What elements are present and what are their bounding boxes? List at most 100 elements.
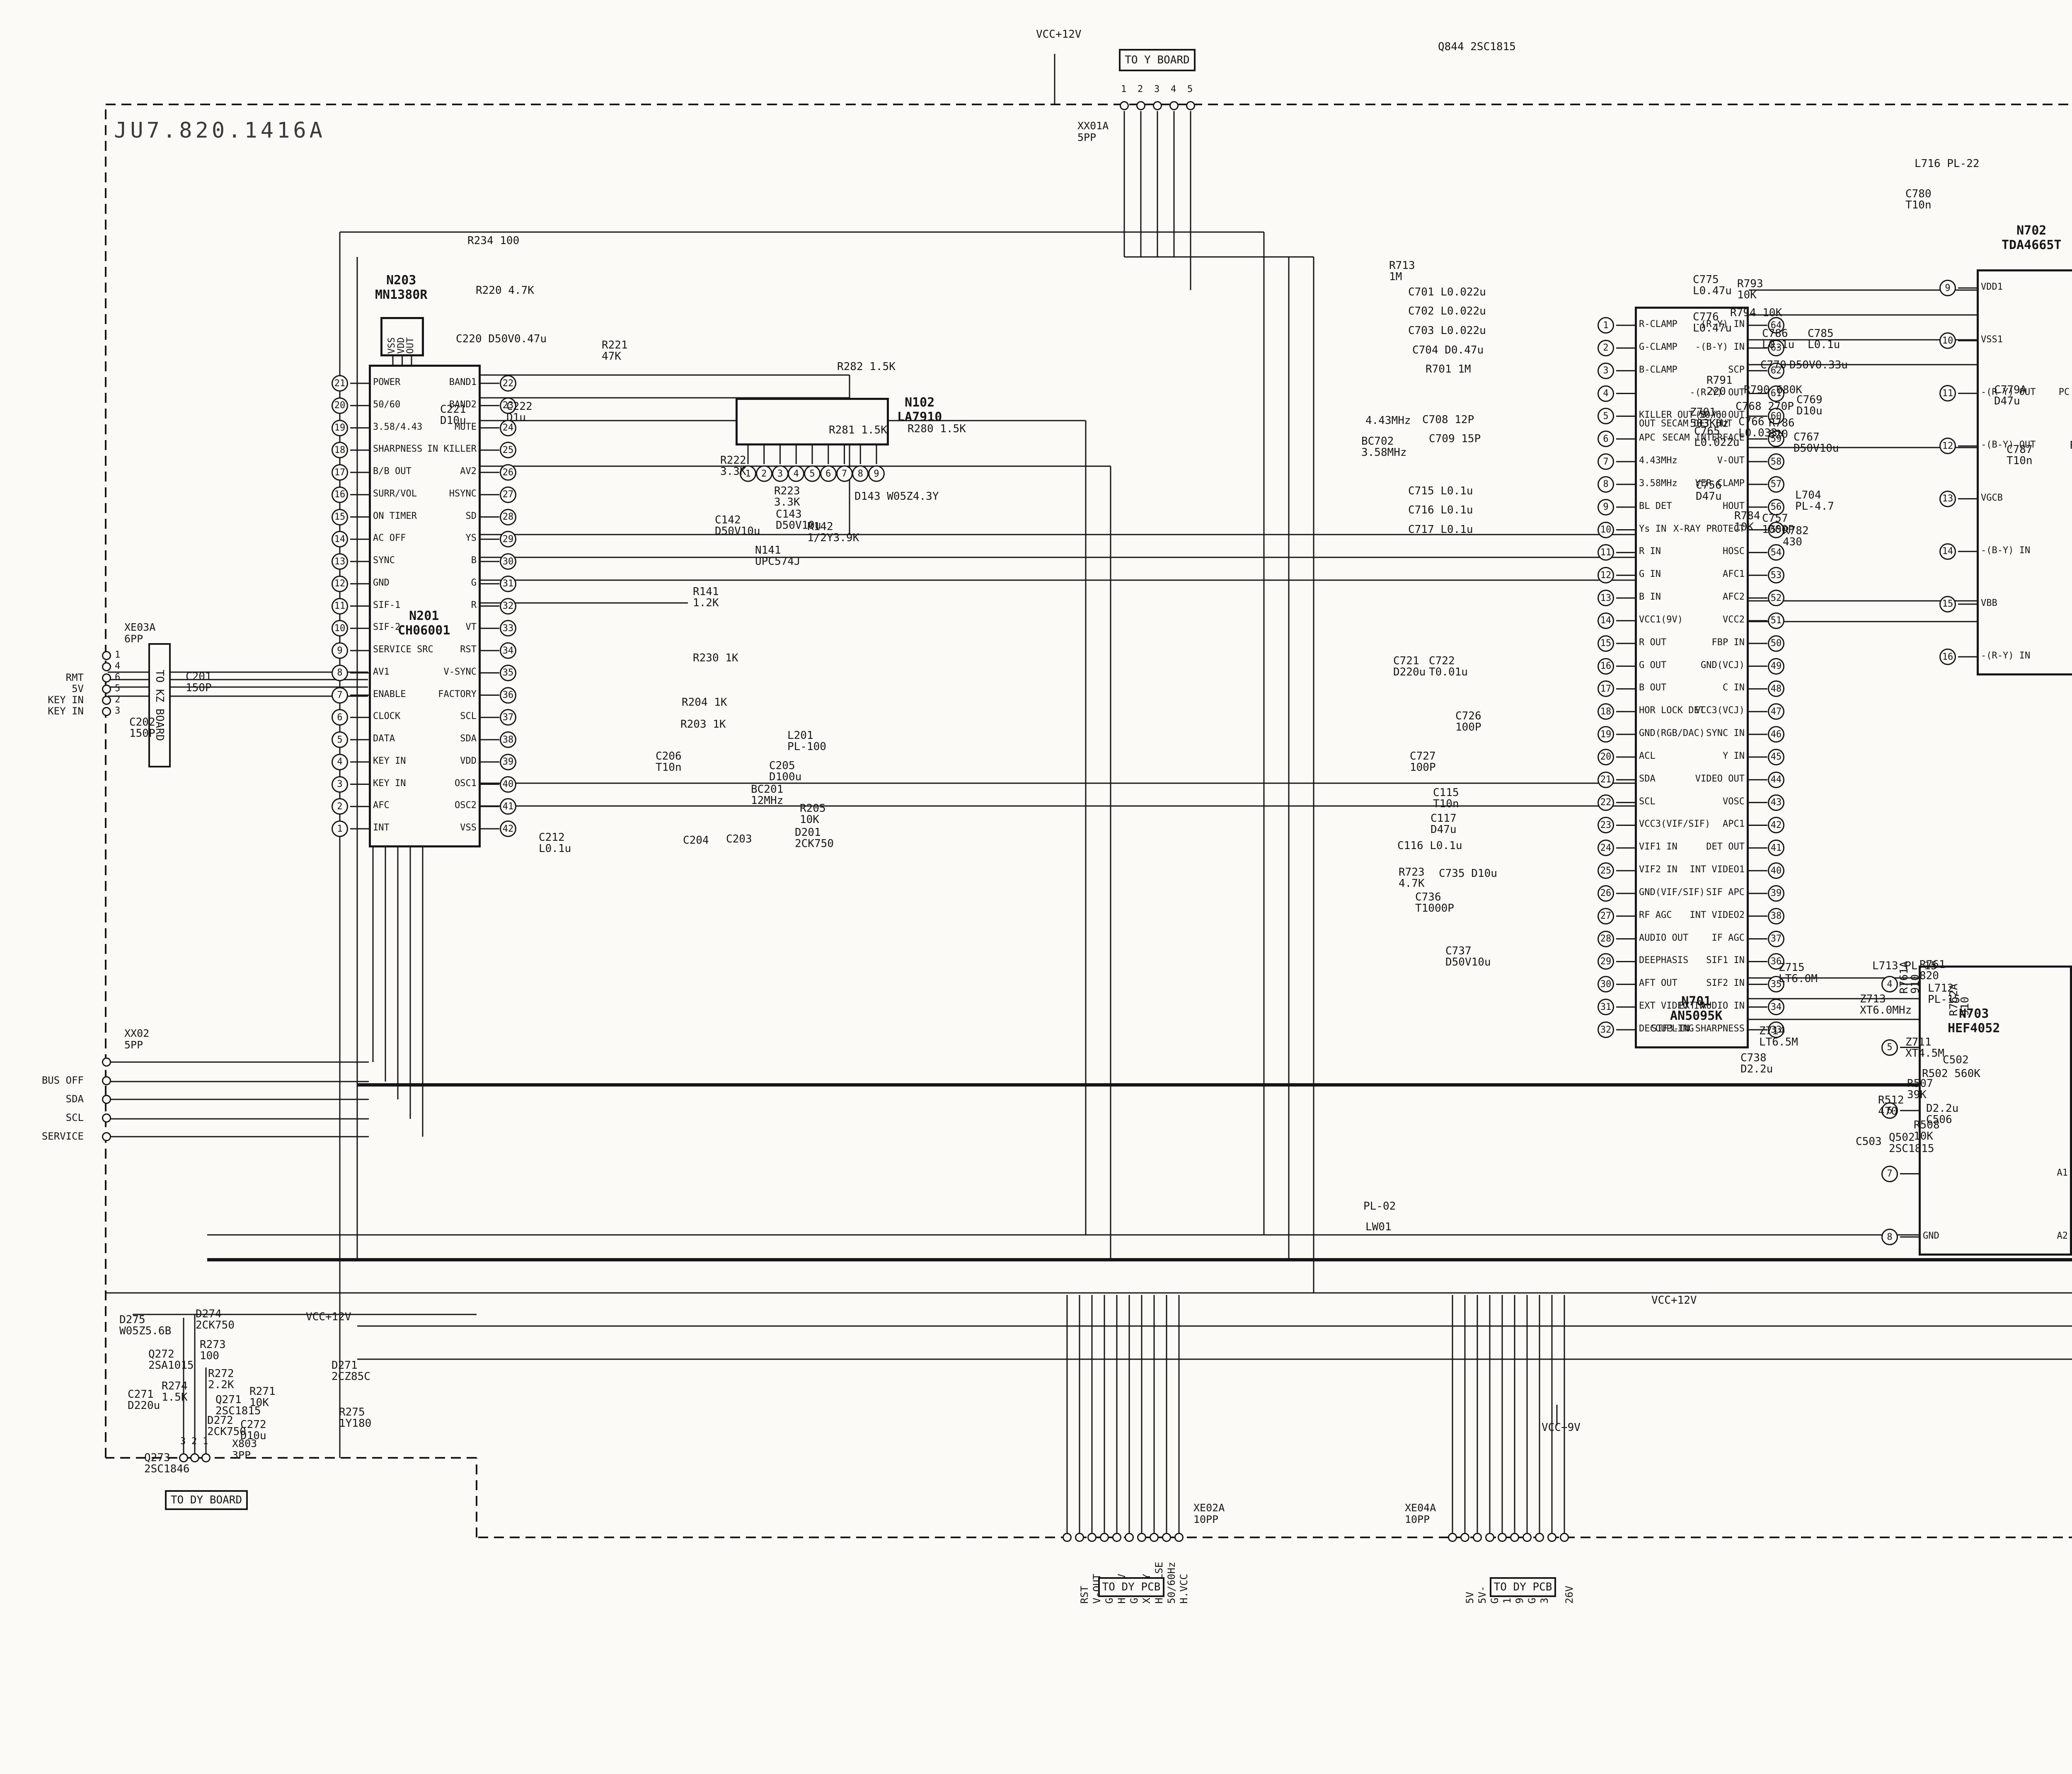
pin-label-N201-16: SURR/VOL	[373, 488, 417, 499]
component-label: C721 D220u	[1393, 655, 1426, 679]
pin-label-N701-25: VIF2 IN	[1639, 864, 1677, 875]
connector-ref-X803: X803 3PP	[232, 1438, 257, 1461]
pin-label-N702-11: -(R-Y) OUT	[1981, 387, 2036, 398]
pin-N701-3: 3	[1598, 362, 1614, 379]
pin-label-N703-10: A1	[2057, 1167, 2068, 1178]
component-label: Z711 XT4.5M	[1905, 1036, 1944, 1060]
pin-label-N203-2: VDD	[396, 337, 407, 354]
pin-N703-8: 8	[1881, 1229, 1898, 1245]
component-label: C212 L0.1u	[539, 831, 571, 855]
pin-label-N201-15: ON TIMER	[373, 511, 417, 521]
component-label: C201 150P	[186, 670, 212, 695]
component-label: L201 PL-100	[787, 729, 826, 753]
ic-ref-N102: N102 LA7910	[897, 395, 942, 424]
pin-N701-11: 11	[1598, 544, 1614, 561]
component-label: C271 D220u	[128, 1388, 160, 1412]
pin-N102-1: 1	[740, 465, 756, 482]
pin-label-N701-53: AFC1	[1723, 569, 1745, 580]
pin-label-N201-28: SD	[465, 511, 477, 521]
board-label-XE04A: TO DY PCB	[1490, 1577, 1556, 1597]
ic-ref-N703: N703 HEF4052	[1948, 1007, 2000, 1036]
component-label: L704 PL-4.7	[1795, 489, 1834, 513]
pin-label-N701-48: C IN	[1723, 682, 1745, 693]
pin-N201-13: 13	[332, 553, 348, 570]
pin-label-N701-27: RF AGC	[1639, 910, 1672, 920]
pin-N701-34: 34	[1768, 999, 1784, 1016]
pin-label-N701-2: G-CLAMP	[1639, 341, 1677, 352]
component-label: R274 1.5K	[162, 1380, 188, 1404]
pin-label-N701-60: -(B-Y) OUT	[1690, 410, 1745, 421]
connector-pin-XE04A	[1448, 1533, 1457, 1542]
component-label: 4.43MHz	[1365, 414, 1411, 427]
component-label: C205 D100u	[769, 760, 802, 784]
connector-pin-XE04A	[1473, 1533, 1482, 1542]
pin-label-N201-41: OSC2	[455, 800, 477, 811]
connector-pin-label: 5V-	[1477, 1585, 1488, 1604]
pin-label-N701-9: BL DET	[1639, 501, 1672, 511]
component-label: R234 100	[467, 235, 520, 247]
pin-N701-22: 22	[1598, 794, 1614, 811]
component-label: L716 PL-22	[1915, 157, 1980, 170]
component-label: R272 2.2K	[208, 1367, 234, 1392]
component-label: N141 UPC574J	[755, 544, 801, 568]
pin-N102-6: 6	[820, 465, 837, 482]
component-label: C115 T10n	[1433, 787, 1459, 811]
pin-N702-10: 10	[1939, 332, 1956, 349]
pin-label-N701-10: Ys IN	[1639, 523, 1667, 534]
pin-label-N701-8: 3.58MHz	[1639, 478, 1677, 489]
component-label: D50V0.33u	[1789, 359, 1848, 371]
pin-label-N201-26: AV2	[460, 466, 477, 477]
component-label: C726 100P	[1455, 710, 1481, 734]
pin-label-N201-4: KEY IN	[373, 755, 406, 766]
pin-N701-40: 40	[1768, 862, 1784, 879]
connector-pin-label: SERVICE	[41, 1130, 84, 1142]
pin-N701-54: 54	[1768, 544, 1784, 561]
pin-label-N201-1: INT	[373, 823, 390, 833]
ic-ref-N203: N203 MN1380R	[375, 273, 428, 302]
component-label: R761A 910	[1898, 961, 1922, 994]
pin-N201-5: 5	[332, 731, 348, 748]
pin-N701-14: 14	[1598, 612, 1614, 629]
pin-label-N201-19: 3.58/4.43	[373, 421, 423, 432]
connector-pin-number-XX01A: 2	[1138, 84, 1143, 94]
pin-N701-17: 17	[1598, 680, 1614, 697]
component-label: D274 2CK750	[196, 1308, 235, 1332]
connector-pin-XE03A	[102, 696, 111, 705]
pin-N701-15: 15	[1598, 635, 1614, 652]
connector-pin-label: KEY IN	[48, 705, 84, 717]
pin-N703-4: 4	[1881, 976, 1898, 992]
pin-label-N701-35: SIF2 IN	[1706, 978, 1745, 989]
component-label: C206 T10n	[656, 750, 682, 774]
pin-label-N701-13: B IN	[1639, 592, 1661, 603]
component-label: D272 2CK750	[207, 1414, 246, 1438]
pin-label-N701-5: KILLER OUT 50/60 OUT SECAM DET OUT	[1639, 410, 1733, 429]
connector-pin-XX02	[102, 1058, 111, 1067]
connector-pin-XX01A	[1136, 101, 1145, 110]
pin-N102-8: 8	[852, 465, 869, 482]
component-label: R701 1M	[1426, 363, 1471, 375]
pin-N702-12: 12	[1939, 438, 1956, 455]
connector-ref-XE04A: XE04A 10PP	[1405, 1502, 1436, 1525]
connector-pin-XX02	[102, 1076, 111, 1085]
pin-N701-56: 56	[1768, 499, 1784, 516]
board-label-X803: TO DY BOARD	[165, 1490, 248, 1510]
component-label: Z715 LT6.0M	[1779, 961, 1818, 985]
pin-label-N702-10: VSS1	[1981, 334, 2003, 345]
pin-N701-36: 36	[1768, 953, 1784, 970]
component-label: R204 1K	[682, 696, 727, 709]
connector-pin-XE02A	[1125, 1533, 1134, 1542]
component-label: D201 2CK750	[795, 826, 834, 850]
component-label: R507 39K	[1907, 1077, 1933, 1101]
component-label: R205 10K	[800, 802, 826, 826]
connector-pin-XX01A	[1169, 101, 1179, 110]
pin-N201-29: 29	[500, 531, 516, 548]
pin-label-N701-19: GND(RGB/DAC)	[1639, 728, 1705, 739]
connector-pin-XE02A	[1174, 1533, 1184, 1542]
pin-label-N201-17: B/B OUT	[373, 466, 411, 477]
pin-label-N701-36: SIF1 IN	[1706, 955, 1745, 966]
connector-ref-XE03A: XE03A 6PP	[124, 621, 156, 645]
pin-label-N701-44: VIDEO OUT	[1695, 773, 1745, 784]
component-label: R203 1K	[680, 718, 726, 731]
pin-N201-6: 6	[332, 709, 348, 726]
